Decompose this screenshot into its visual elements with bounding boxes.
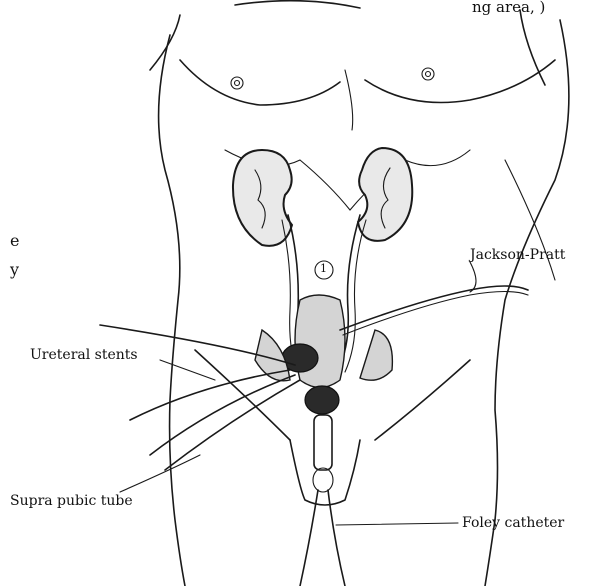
- left-partial-text-2: y: [10, 262, 19, 278]
- collar-line: [235, 1, 360, 8]
- jackson-pratt-drain: [340, 286, 528, 330]
- circle-marker-label: 1: [320, 263, 327, 274]
- stent-2: [130, 370, 290, 420]
- lower-pouch: [305, 386, 339, 414]
- foley-tube-left: [300, 490, 318, 586]
- glans: [313, 468, 333, 492]
- stent-4: [165, 380, 300, 470]
- top-partial-text: ng area, ): [472, 0, 545, 15]
- torso-right-outline: [485, 20, 569, 586]
- right-stippled-drain: [360, 330, 392, 380]
- torso-left-outline: [159, 35, 185, 586]
- penis: [314, 415, 332, 470]
- foley-catheter-leader: [336, 523, 458, 525]
- left-pectoral: [180, 60, 340, 105]
- left-partial-text-1: e: [10, 233, 19, 249]
- right-neck-line: [520, 10, 545, 85]
- right-pectoral: [365, 60, 555, 103]
- sternum-line: [345, 70, 353, 130]
- supra-pubic-leader: [120, 455, 200, 492]
- left-nipple: [231, 77, 243, 89]
- supra-pubic-tube-label: Supra pubic tube: [10, 494, 133, 508]
- scrotum: [290, 440, 360, 505]
- jackson-pratt-label: Jackson-Pratt: [470, 248, 565, 262]
- foley-tube-right: [328, 490, 345, 586]
- right-nipple: [422, 68, 434, 80]
- left-kidney: [233, 150, 292, 246]
- stent-3: [150, 375, 295, 455]
- left-neck-line: [150, 15, 180, 70]
- foley-catheter-label: Foley catheter: [462, 516, 564, 530]
- bowel-segment: [295, 295, 345, 388]
- ureteral-stents-label: Ureteral stents: [30, 348, 138, 362]
- ureteral-stents-leader: [160, 360, 215, 380]
- jackson-pratt-leader: [470, 262, 476, 292]
